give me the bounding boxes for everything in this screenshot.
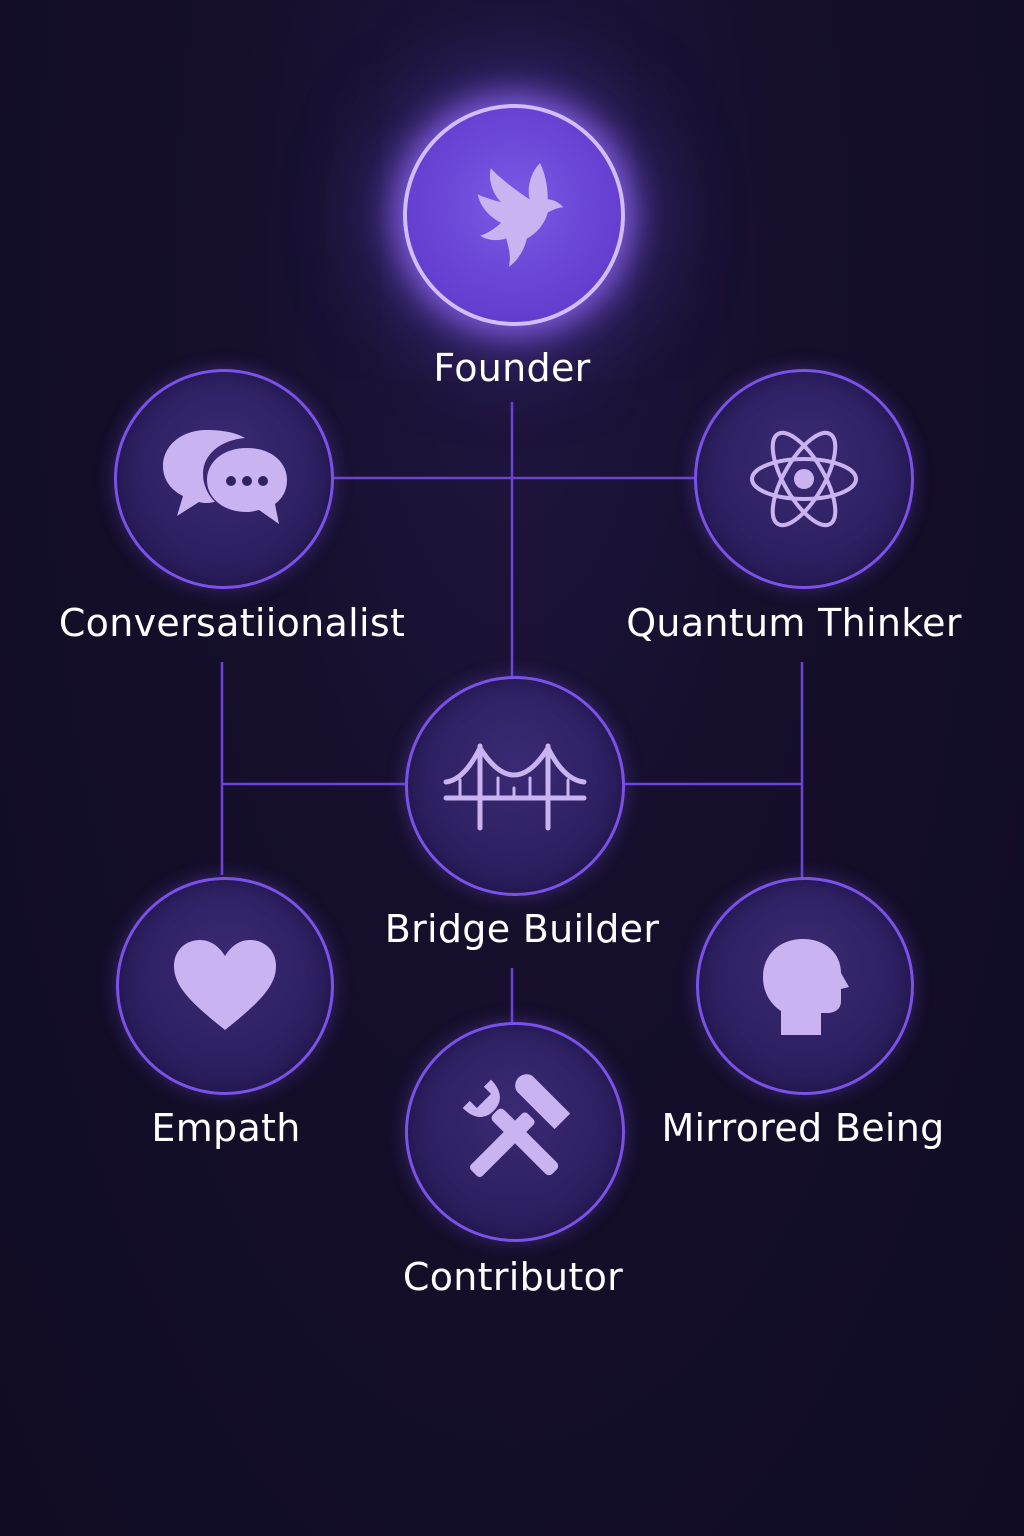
head-silhouette-icon bbox=[755, 931, 855, 1041]
node-label-bridge-builder: Bridge Builder bbox=[384, 907, 660, 951]
node-label-mirrored-being: Mirrored Being bbox=[661, 1106, 945, 1150]
node-label-quantum-thinker: Quantum Thinker bbox=[626, 601, 962, 645]
hammer-wrench-icon bbox=[455, 1072, 575, 1192]
node-conversationalist[interactable] bbox=[114, 369, 334, 589]
node-empath[interactable] bbox=[116, 877, 334, 1095]
speech-bubbles-icon bbox=[159, 424, 289, 534]
node-founder[interactable] bbox=[403, 104, 625, 326]
node-mirrored-being[interactable] bbox=[696, 877, 914, 1095]
bridge-icon bbox=[440, 736, 590, 836]
node-label-empath: Empath bbox=[151, 1106, 301, 1150]
node-quantum-thinker[interactable] bbox=[694, 369, 914, 589]
node-contributor[interactable] bbox=[405, 1022, 625, 1242]
node-label-conversationalist: Conversatiionalist bbox=[58, 601, 406, 645]
node-bridge-builder[interactable] bbox=[405, 676, 625, 896]
heart-icon bbox=[170, 936, 280, 1036]
node-label-founder: Founder bbox=[433, 346, 591, 390]
dove-icon bbox=[449, 150, 579, 280]
atom-icon bbox=[744, 419, 864, 539]
node-label-contributor: Contributor bbox=[402, 1255, 624, 1299]
